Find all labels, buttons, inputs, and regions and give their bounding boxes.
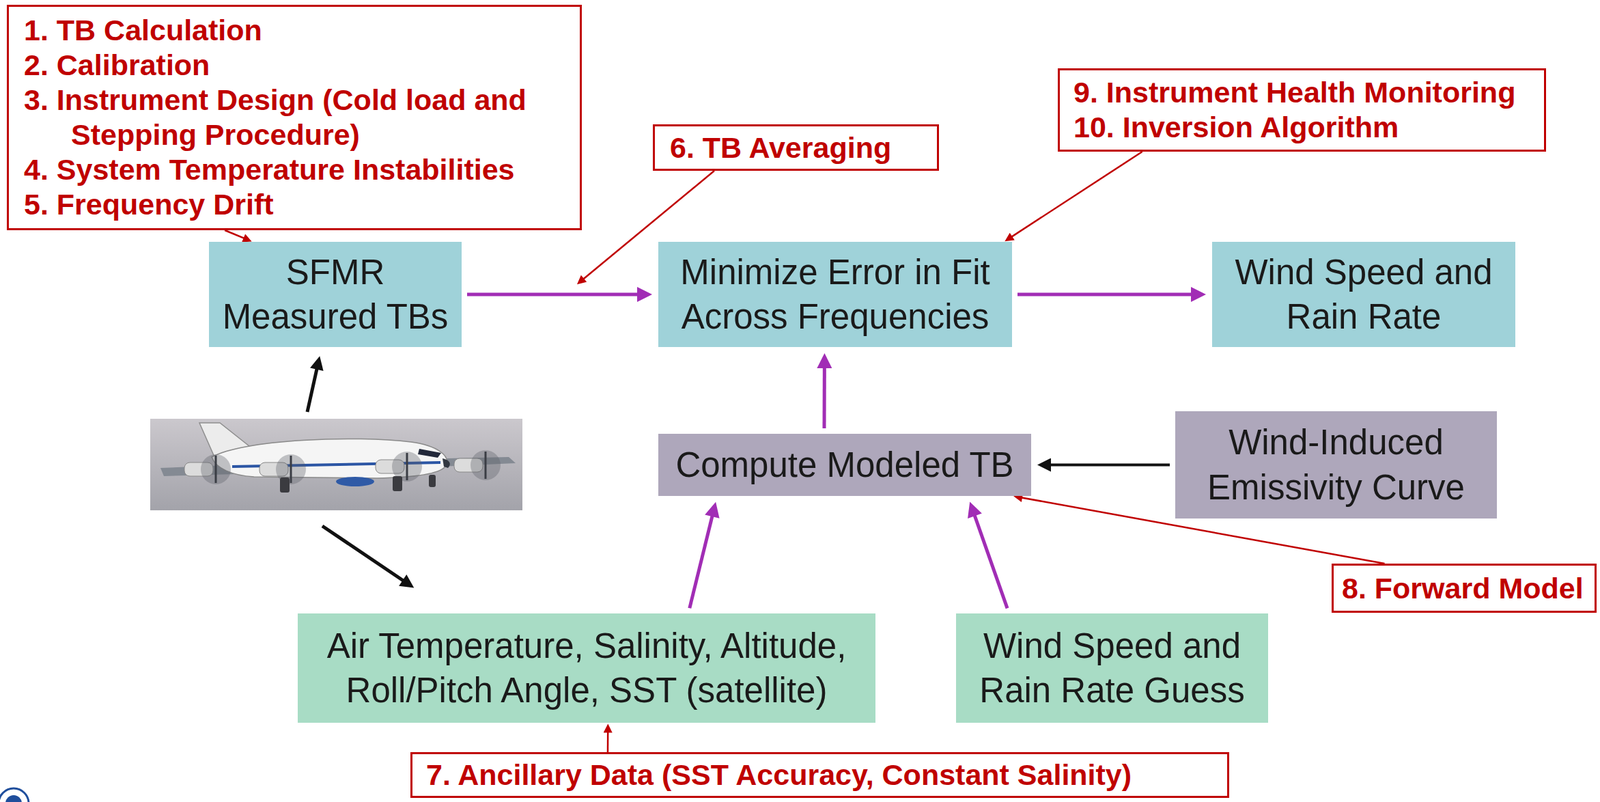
callout-text: 3. Instrument Design (Cold load and Step… [23, 82, 573, 153]
connector-arrow [1044, 463, 1170, 467]
box-label: Wind Speed and Rain Rate Guess [966, 623, 1258, 713]
aircraft-photo [150, 418, 523, 511]
input-box: Air Temperature, Salinity, Altitude, Rol… [297, 613, 876, 723]
agency-logo [0, 788, 29, 802]
aircraft-photo-part [279, 477, 290, 493]
aircraft-photo-part [428, 474, 436, 487]
issue-callout: 6. TB Averaging [652, 124, 939, 171]
connector-arrow [467, 292, 645, 297]
issue-callout: 8. Forward Model [1331, 563, 1597, 613]
box-label: Compute Modeled TB [669, 442, 1021, 487]
box-label: Wind Speed and Rain Rate [1218, 249, 1509, 340]
box-label: SFMR Measured TBs [215, 249, 455, 340]
callout-text: 10. Inversion Algorithm [1073, 109, 1538, 145]
callout-text: 6. TB Averaging [669, 130, 931, 166]
aircraft-photo-part [150, 418, 523, 511]
process-box: Minimize Error in Fit Across Frequencies [658, 241, 1013, 347]
aircraft-photo-part [442, 458, 451, 468]
callout-text: 1. TB Calculation [23, 12, 573, 48]
output-box: Wind Speed and Rain Rate [1212, 241, 1516, 347]
connector-arrow [607, 727, 610, 752]
connector-arrow [972, 508, 1008, 609]
callout-text: 2. Calibration [23, 47, 573, 83]
aircraft-photo-part [335, 476, 375, 487]
connector-arrow [1017, 292, 1199, 297]
connector-arrow [689, 508, 715, 608]
agency-logo-part [5, 794, 22, 802]
callout-text: 9. Instrument Health Monitoring [1073, 75, 1538, 110]
box-label: Air Temperature, Salinity, Altitude, Rol… [304, 623, 869, 713]
process-box: SFMR Measured TBs [208, 241, 462, 347]
box-label: Wind-Induced Emissivity Curve [1183, 419, 1489, 510]
issue-callout: 1. TB Calculation2. Calibration3. Instru… [6, 4, 582, 231]
connector-arrow [1008, 151, 1143, 240]
aircraft-photo-part [417, 448, 442, 458]
input-box: Wind Speed and Rain Rate Guess [956, 613, 1269, 723]
callout-text: 5. Frequency Drift [23, 187, 573, 222]
aircraft-arrows-part [322, 525, 409, 584]
agency-logo-part [0, 788, 29, 802]
callout-text: 8. Forward Model [1341, 570, 1591, 606]
model-box: Compute Modeled TB [658, 433, 1032, 496]
connector-arrow [224, 230, 248, 240]
model-box: Wind-Induced Emissivity Curve [1175, 411, 1497, 519]
callout-text: 7. Ancillary Data (SST Accuracy, Constan… [426, 757, 1221, 793]
aircraft-photo-part [392, 475, 403, 491]
box-label: Minimize Error in Fit Across Frequencies [666, 249, 1004, 340]
aircraft-arrows [307, 362, 409, 584]
connector-arrow [822, 360, 827, 429]
issue-callout: 9. Instrument Health Monitoring10. Inver… [1057, 68, 1547, 152]
callout-text: 4. System Temperature Instabilities [23, 152, 573, 188]
issue-callout: 7. Ancillary Data (SST Accuracy, Constan… [410, 751, 1230, 798]
aircraft-arrows-part [307, 362, 319, 412]
